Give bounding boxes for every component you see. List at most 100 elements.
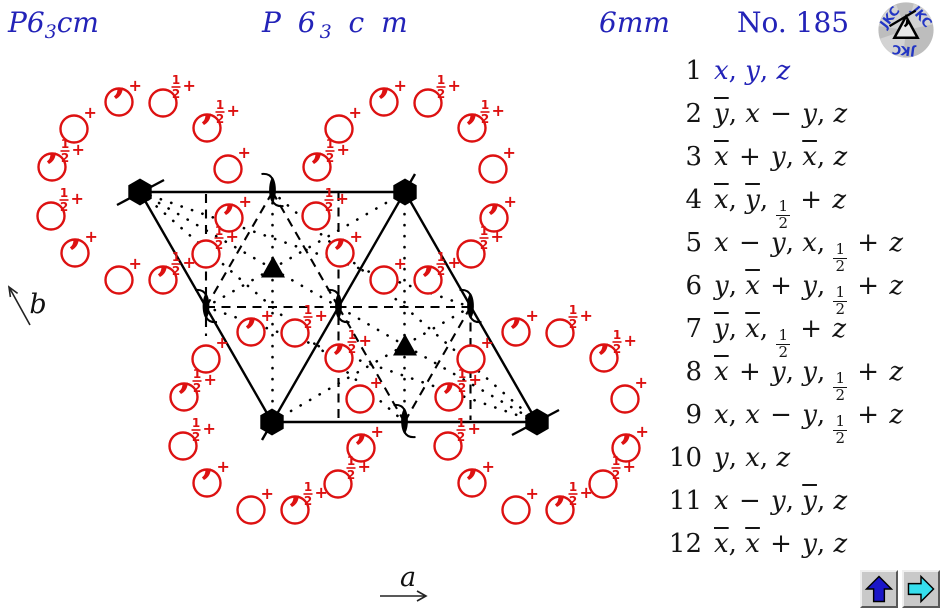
a-axis-label: a xyxy=(400,562,416,593)
nav-up-button[interactable] xyxy=(860,570,898,608)
logo-comma-icon: ’ xyxy=(903,15,912,45)
svg-text:+: + xyxy=(504,192,517,211)
svg-text:2: 2 xyxy=(61,151,69,165)
up-arrow-icon xyxy=(864,575,894,603)
position-number: 8 xyxy=(685,357,702,387)
svg-text:+: + xyxy=(359,331,372,350)
svg-text:+: + xyxy=(336,189,349,208)
twofold-screw-axis-icon xyxy=(459,288,482,324)
comma-glyph: ’ xyxy=(310,145,324,192)
position-number: 9 xyxy=(685,400,702,430)
right-arrow-icon xyxy=(907,574,935,604)
svg-text:2: 2 xyxy=(457,430,465,444)
svg-text:+: + xyxy=(315,306,328,325)
atom-circle-mirrored: ’+ xyxy=(479,192,517,243)
atom-circle-mirrored: ’12+ xyxy=(302,137,350,192)
atom-circle-mirrored: ’12+ xyxy=(280,480,328,535)
svg-text:2: 2 xyxy=(437,264,445,278)
svg-text:+: + xyxy=(216,333,229,352)
atom-circle-mirrored: ’12+ xyxy=(413,250,461,305)
svg-text:2: 2 xyxy=(458,381,466,395)
atom-circle-mirrored: ’12+ xyxy=(192,98,240,153)
position-number: 3 xyxy=(685,142,702,172)
twofold-screw-axis-icon xyxy=(327,288,350,324)
a-axis: a xyxy=(380,562,428,602)
atom-circle-mirrored: ’12+ xyxy=(324,328,372,383)
svg-text:1: 1 xyxy=(172,250,180,264)
nav-next-button[interactable] xyxy=(902,570,940,608)
atom-circle-mirrored: ’+ xyxy=(457,457,495,508)
svg-text:2: 2 xyxy=(326,151,334,165)
svg-text:+: + xyxy=(349,103,362,122)
position-coordinates: x − y, y, z xyxy=(714,486,848,516)
position-number: 12 xyxy=(668,529,702,559)
comma-glyph: ’ xyxy=(288,488,302,535)
svg-text:+: + xyxy=(204,370,217,389)
svg-text:+: + xyxy=(526,484,539,503)
svg-text:2: 2 xyxy=(348,342,356,356)
svg-text:1: 1 xyxy=(61,137,69,151)
svg-text:2: 2 xyxy=(216,112,224,126)
atom-circle-mirrored: ’12+ xyxy=(37,137,85,192)
position-coordinates: y, x − y, z xyxy=(714,99,848,129)
svg-text:2: 2 xyxy=(192,430,200,444)
comma-glyph: ’ xyxy=(333,231,347,278)
atom-circle-mirrored: ’+ xyxy=(325,227,363,278)
svg-text:+: + xyxy=(370,373,383,392)
svg-text:+: + xyxy=(217,457,230,476)
atom-circle-mirrored: ’+ xyxy=(501,306,539,357)
atom-circle: + xyxy=(324,103,362,144)
position-row-11: 11 x − y, y, z xyxy=(662,486,903,529)
svg-text:+: + xyxy=(238,143,251,162)
svg-text:+: + xyxy=(636,422,649,441)
svg-text:1: 1 xyxy=(60,186,68,200)
svg-text:+: + xyxy=(129,76,142,95)
jkc-logo[interactable]: JKC JKC JKC ’ xyxy=(871,0,941,60)
svg-text:2: 2 xyxy=(569,317,577,331)
svg-text:1: 1 xyxy=(215,224,223,238)
atom-circle: 12+ xyxy=(36,186,84,231)
glide-line-dashed xyxy=(205,191,274,308)
atom-circle: + xyxy=(501,484,539,525)
svg-text:+: + xyxy=(315,483,328,502)
glide-line-dashed xyxy=(337,306,406,423)
svg-text:1: 1 xyxy=(192,416,200,430)
twofold-screw-axis-icon xyxy=(261,172,284,208)
svg-text:1: 1 xyxy=(457,416,465,430)
svg-text:+: + xyxy=(227,101,240,120)
svg-text:2: 2 xyxy=(569,494,577,508)
svg-text:1: 1 xyxy=(347,454,355,468)
glide-line-dashed xyxy=(271,191,340,308)
threefold-axis-icon xyxy=(393,334,417,356)
svg-text:+: + xyxy=(394,254,407,273)
atom-circle-mirrored: ’12+ xyxy=(457,98,505,153)
atom-circle: + xyxy=(345,373,383,414)
atom-circle-mirrored: ’12+ xyxy=(434,367,482,422)
sixfold-screw-axis-icon xyxy=(260,408,284,436)
twofold-screw-axis-icon xyxy=(393,403,416,439)
svg-text:+: + xyxy=(71,189,84,208)
position-number: 11 xyxy=(668,486,702,516)
svg-text:+: + xyxy=(491,227,504,246)
atom-circle: + xyxy=(213,143,251,184)
svg-text:2: 2 xyxy=(304,317,312,331)
svg-text:1: 1 xyxy=(437,250,445,264)
svg-text:+: + xyxy=(261,306,274,325)
atom-circle-mirrored: ’12+ xyxy=(169,367,217,422)
space-group-number: No. 185 xyxy=(737,6,850,39)
svg-text:+: + xyxy=(358,457,371,476)
svg-text:+: + xyxy=(580,306,593,325)
comma-glyph: ’ xyxy=(244,310,258,357)
svg-text:1: 1 xyxy=(569,303,577,317)
atom-circle: 12+ xyxy=(545,303,593,348)
sixfold-screw-axis-icon xyxy=(525,408,549,436)
